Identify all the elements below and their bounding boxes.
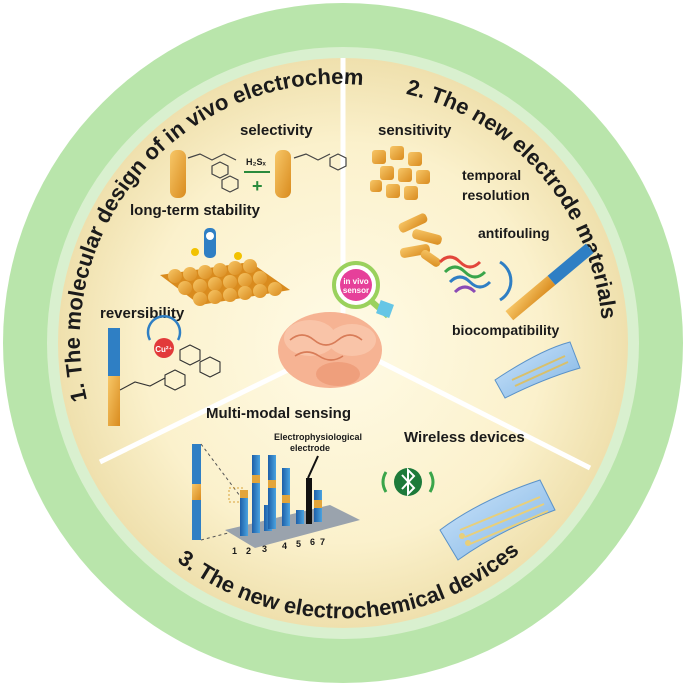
brain-icon	[278, 312, 382, 388]
label-electrophysiological: Electrophysiological	[274, 432, 362, 442]
label-temporal: temporal	[462, 167, 521, 183]
bluetooth-icon	[381, 467, 435, 497]
array-base	[225, 505, 360, 548]
label-reversibility: reversibility	[100, 305, 185, 322]
pointer-arrow	[307, 455, 319, 479]
label-antifouling: antifouling	[478, 225, 550, 241]
label-selectivity: selectivity	[240, 122, 313, 139]
badge-line1: in vivo	[343, 277, 368, 286]
sector-devices: Multi-modal sensing Wireless devices Ele…	[192, 405, 556, 561]
flexible-film-icon	[494, 341, 581, 399]
badge-line2: sensor	[343, 286, 369, 295]
gold-surface-icon	[160, 228, 290, 306]
electrode-number: 2	[246, 546, 251, 556]
label-h2s: H₂Sₓ	[246, 157, 267, 167]
wireless-patch-icon	[439, 479, 556, 561]
label-long-term-stability: long-term stability	[130, 202, 261, 219]
sector-electrode-materials: sensitivity temporal resolution antifoul…	[370, 122, 594, 399]
electrode-numbers: 1 2 3 4 5 6 7	[232, 537, 325, 556]
nanomaterial-cubes-icon	[370, 146, 430, 200]
label-sensitivity: sensitivity	[378, 122, 452, 139]
label-multi-modal: Multi-modal sensing	[206, 405, 351, 422]
electrode-probe-icon	[170, 150, 291, 198]
electrode-number: 3	[262, 544, 267, 554]
molecule-structure-icon	[187, 153, 347, 193]
label-electrode: electrode	[290, 443, 330, 453]
label-resolution: resolution	[462, 187, 530, 203]
electrode-array-pins	[240, 455, 322, 536]
electrode-number: 5	[296, 539, 301, 549]
protein-ribbon-icon	[438, 255, 492, 294]
electrode-number: 7	[320, 537, 325, 547]
sector-molecular-design: selectivity H₂Sₓ + long-term stability	[100, 122, 347, 426]
nanorod-cluster-icon	[398, 213, 442, 267]
cu-ion-label: Cu²⁺	[155, 345, 173, 354]
electrode-number: 1	[232, 546, 237, 556]
coated-electrode-icon	[505, 243, 594, 321]
repel-arrow-icon	[499, 260, 513, 302]
reversible-electrode-icon: Cu²⁺	[108, 315, 221, 426]
sensor-magnifier-icon	[332, 261, 394, 319]
plus-icon: +	[252, 176, 263, 196]
electrode-number: 6	[310, 537, 315, 547]
electrode-number: 4	[282, 541, 287, 551]
label-biocompatibility: biocompatibility	[452, 322, 560, 338]
label-wireless: Wireless devices	[404, 429, 525, 446]
